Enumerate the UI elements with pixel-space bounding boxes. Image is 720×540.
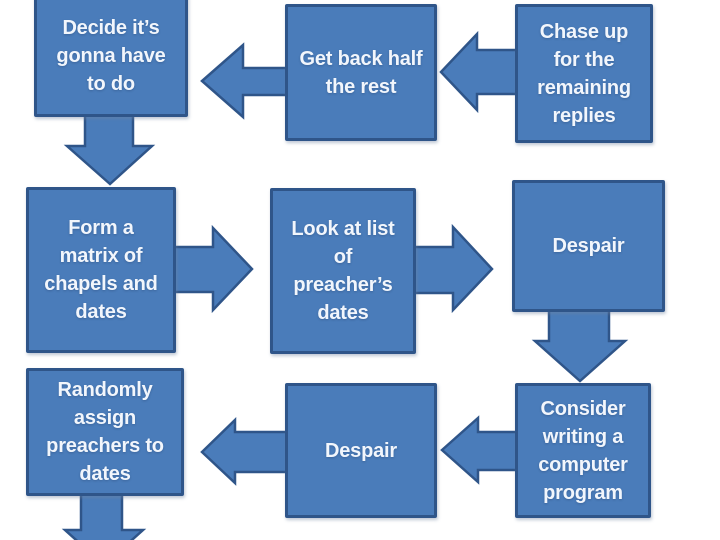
node-consider-program-label: Consider writing a computer program bbox=[538, 397, 628, 504]
node-form-matrix: Form a matrix of chapels and dates bbox=[26, 187, 176, 353]
node-chase-up-label: Chase up for the remaining replies bbox=[537, 20, 631, 127]
node-consider-program: Consider writing a computer program bbox=[515, 383, 651, 518]
node-chase-up: Chase up for the remaining replies bbox=[515, 4, 653, 143]
node-despair-2: Despair bbox=[285, 383, 437, 518]
arrow-form-matrix-to-look-at-list bbox=[172, 224, 254, 314]
node-look-at-list-label: Look at list of preacher’s dates bbox=[291, 218, 395, 324]
arrow-despair-1-to-consider-program bbox=[531, 308, 629, 383]
node-despair-2-label: Despair bbox=[325, 439, 397, 462]
node-randomly-assign-label: Randomly assign preachers to dates bbox=[46, 379, 164, 485]
arrow-look-at-list-to-despair-1 bbox=[412, 223, 494, 314]
arrow-decide-to-form-matrix bbox=[63, 113, 156, 186]
node-get-back-half-label: Get back half the rest bbox=[299, 47, 423, 98]
node-look-at-list: Look at list of preacher’s dates bbox=[270, 188, 416, 354]
node-randomly-assign: Randomly assign preachers to dates bbox=[26, 368, 184, 496]
arrow-randomly-assign-down-offscreen bbox=[61, 492, 147, 540]
node-form-matrix-label: Form a matrix of chapels and dates bbox=[44, 217, 158, 323]
node-decide-label: Decide it’s gonna have to do bbox=[56, 16, 166, 95]
node-get-back-half: Get back half the rest bbox=[285, 4, 437, 141]
node-decide: Decide it’s gonna have to do bbox=[34, 0, 188, 117]
arrow-chase-up-to-get-back-half bbox=[439, 30, 519, 114]
arrow-get-back-half-to-decide bbox=[200, 42, 289, 120]
arrow-consider-program-to-despair-2 bbox=[440, 415, 519, 485]
arrow-despair-2-to-randomly-assign bbox=[200, 417, 289, 486]
node-despair-1-label: Despair bbox=[552, 235, 625, 257]
node-despair-1: Despair bbox=[512, 180, 665, 312]
